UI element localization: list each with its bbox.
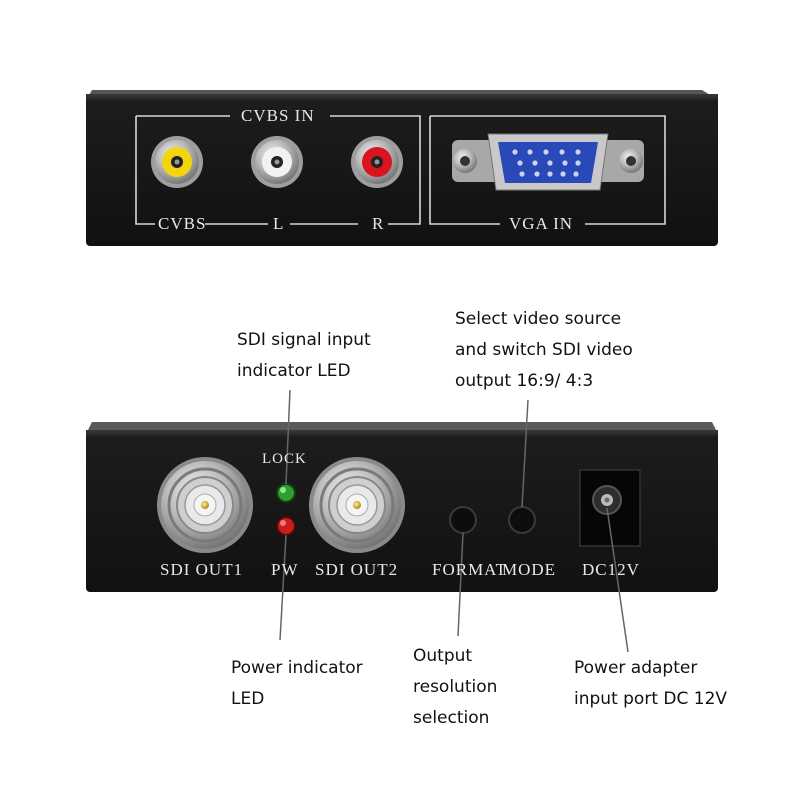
bottom-device (86, 422, 718, 592)
audio-right-rca-jack (351, 136, 403, 188)
annotation-line: and switch SDI video (455, 340, 633, 360)
vga-in-label: VGA IN (509, 214, 574, 233)
cvbs-in-group-label: CVBS IN (241, 106, 315, 125)
mode-button[interactable] (508, 506, 536, 534)
annotation-line: Power indicator (231, 658, 363, 678)
annotation-line: SDI signal input (237, 330, 371, 350)
left-audio-label: L (273, 214, 285, 233)
annotation-line: Output (413, 646, 473, 666)
cvbs-rca-jack (151, 136, 203, 188)
power-adapter-annotation: Power adapter input port DC 12V (574, 653, 727, 715)
sdi-out1-bnc-connector (157, 457, 253, 553)
audio-left-rca-jack (251, 136, 303, 188)
annotation-line: Power adapter (574, 658, 698, 678)
dc12v-label: DC12V (582, 560, 640, 579)
annotation-line: output 16:9/ 4:3 (455, 371, 594, 391)
format-button[interactable] (449, 506, 477, 534)
output-resolution-annotation: Output resolution selection (413, 641, 497, 734)
power-led-annotation: Power indicator LED (231, 653, 363, 715)
dc-power-jack (579, 469, 641, 547)
pw-label: PW (271, 560, 299, 579)
lock-led (276, 483, 296, 503)
sdi-out1-label: SDI OUT1 (160, 560, 244, 579)
cvbs-port-label: CVBS (158, 214, 207, 233)
pw-led (276, 516, 296, 536)
sdi-out2-label: SDI OUT2 (315, 560, 399, 579)
annotation-line: input port DC 12V (574, 689, 728, 709)
lock-led-highlight (280, 487, 286, 493)
select-source-annotation: Select video source and switch SDI video… (455, 304, 633, 397)
sdi-out2-bnc-connector (309, 457, 405, 553)
annotation-line: LED (231, 689, 265, 709)
annotation-line: Select video source (455, 309, 622, 329)
lock-label: LOCK (262, 451, 307, 467)
sdi-indicator-annotation: SDI signal input indicator LED (237, 325, 371, 387)
mode-label: MODE (502, 560, 557, 579)
format-label: FORMAT (432, 560, 507, 579)
callout-lines (279, 389, 629, 653)
vga-connector (452, 133, 644, 191)
annotation-line: resolution (413, 677, 498, 697)
annotation-line: indicator LED (237, 361, 351, 381)
annotation-line: selection (413, 708, 490, 728)
top-device (86, 90, 718, 246)
pw-led-highlight (280, 520, 286, 526)
right-audio-label: R (372, 214, 385, 233)
